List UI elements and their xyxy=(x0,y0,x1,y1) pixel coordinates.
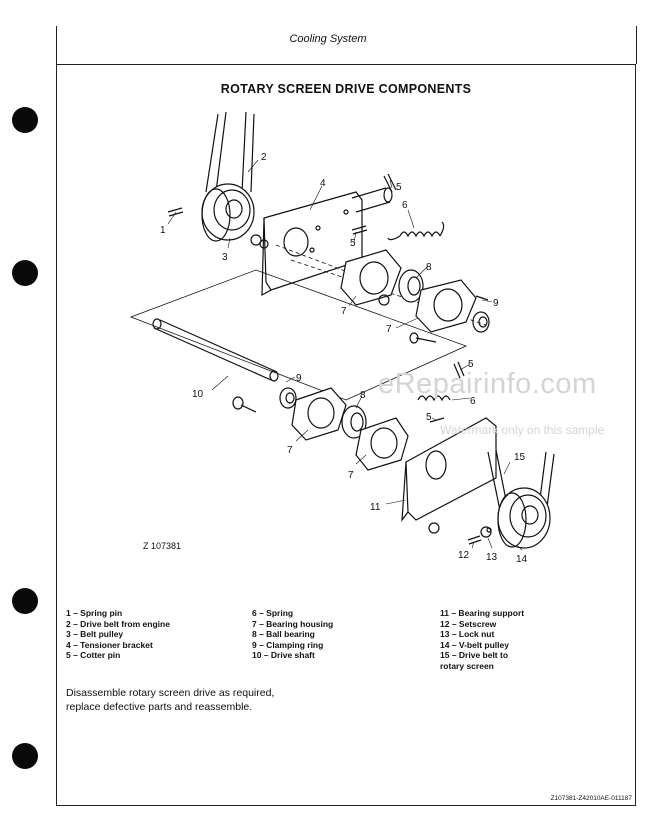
callout-6b: 6 xyxy=(470,396,476,407)
callout-8a: 8 xyxy=(426,262,432,273)
callout-3: 3 xyxy=(222,252,228,263)
callout-2: 2 xyxy=(261,152,267,163)
callout-6a: 6 xyxy=(402,200,408,211)
figure-frame xyxy=(56,64,636,806)
footer-code: Z107381-Z42010AE-011187 xyxy=(550,795,632,802)
callout-7d: 7 xyxy=(348,470,354,481)
callout-7a: 7 xyxy=(341,306,347,317)
legend-column-1: 1 – Spring pin 2 – Drive belt from engin… xyxy=(66,608,170,661)
binder-hole-4 xyxy=(12,743,38,769)
callout-5b: 5 xyxy=(350,238,356,249)
instruction-line: Disassemble rotary screen drive as requi… xyxy=(66,687,275,699)
legend-item: 2 – Drive belt from engine xyxy=(66,618,170,629)
callout-5d: 5 xyxy=(426,412,432,423)
header-right-rule xyxy=(636,26,637,64)
legend-column-2: 6 – Spring 7 – Bearing housing 8 – Ball … xyxy=(252,608,333,661)
binder-hole-3 xyxy=(12,588,38,614)
callout-8b: 8 xyxy=(360,390,366,401)
callout-9b: 9 xyxy=(296,373,302,384)
callout-7b: 7 xyxy=(386,324,392,335)
instruction-line: replace defective parts and reassemble. xyxy=(66,701,253,713)
figure-id: Z 107381 xyxy=(143,541,182,551)
legend-item: 13 – Lock nut xyxy=(440,629,495,640)
callout-4: 4 xyxy=(320,178,326,189)
exploded-diagram: 1 2 3 4 5 6 5 8 9 7 7 9 10 8 7 7 5 6 5 1… xyxy=(129,111,555,565)
legend-item: 9 – Clamping ring xyxy=(252,639,324,650)
legend-item: 7 – Bearing housing xyxy=(252,618,334,629)
callout-9a: 9 xyxy=(493,298,499,309)
callout-15: 15 xyxy=(514,452,526,463)
legend-column-3: 11 – Bearing support 12 – Setscrew 13 – … xyxy=(440,608,524,672)
legend-item: 3 – Belt pulley xyxy=(66,629,124,640)
callout-13: 13 xyxy=(486,552,498,563)
instructions: Disassemble rotary screen drive as requi… xyxy=(66,686,274,714)
callout-12: 12 xyxy=(458,550,470,561)
header-left-rule xyxy=(56,26,57,64)
legend-item: 5 – Cotter pin xyxy=(66,650,121,661)
legend-item: 1 – Spring pin xyxy=(66,608,123,618)
legend-item: 14 – V-belt pulley xyxy=(440,639,509,650)
legend-item: rotary screen xyxy=(440,660,494,671)
legend-item: 15 – Drive belt to xyxy=(440,650,509,661)
legend-item: 6 – Spring xyxy=(252,608,294,618)
legend-item: 11 – Bearing support xyxy=(440,608,525,618)
legend-item: 4 – Tensioner bracket xyxy=(66,639,153,650)
callout-1: 1 xyxy=(160,225,166,236)
binder-hole-1 xyxy=(12,107,38,133)
figure-title: ROTARY SCREEN DRIVE COMPONENTS xyxy=(220,82,472,96)
legend-item: 10 – Drive shaft xyxy=(252,650,315,661)
binder-hole-2 xyxy=(12,260,38,286)
legend-item: 12 – Setscrew xyxy=(440,618,497,629)
callout-5a: 5 xyxy=(396,182,402,193)
callout-10: 10 xyxy=(192,389,204,400)
section-title: Cooling System xyxy=(289,33,367,45)
callout-11: 11 xyxy=(370,502,381,513)
callout-5c: 5 xyxy=(468,359,474,370)
callout-7c: 7 xyxy=(287,445,293,456)
callout-14: 14 xyxy=(516,554,528,565)
watermark-subtext: Watermark only on this sample xyxy=(440,423,605,437)
legend-item: 8 – Ball bearing xyxy=(252,629,315,640)
watermark: eRepairinfo.com xyxy=(378,368,597,400)
